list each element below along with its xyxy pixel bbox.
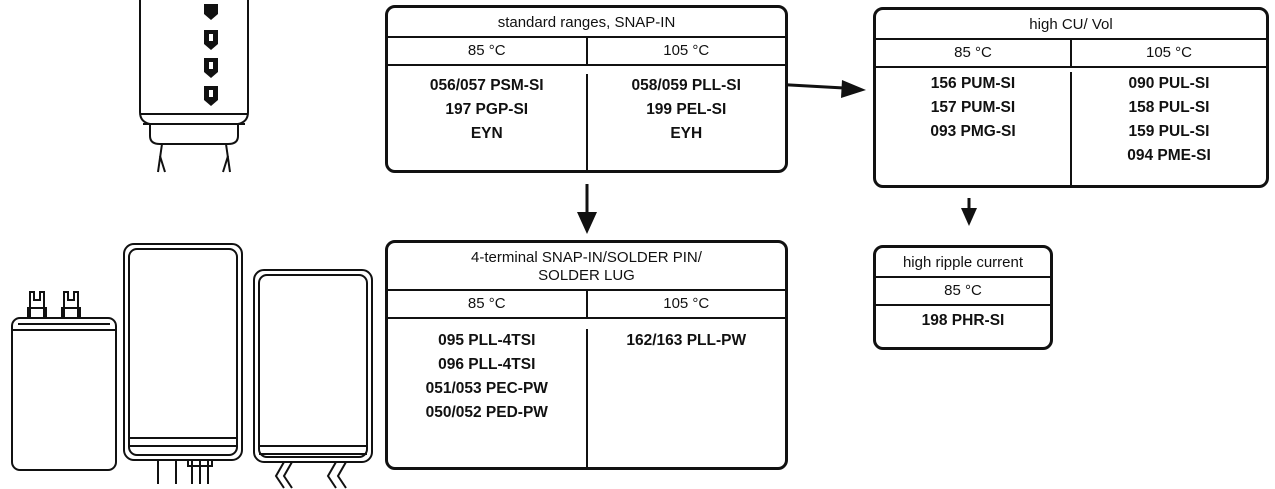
box-title: high CU/ Vol bbox=[876, 10, 1266, 40]
list-item: 156 PUM-SI bbox=[930, 75, 1016, 92]
solder-pin-capacitor-illustration bbox=[123, 243, 243, 484]
col-85-items: 095 PLL-4TSI 096 PLL-4TSI 051/053 PEC-PW… bbox=[388, 329, 586, 467]
list-item: EYH bbox=[670, 125, 703, 142]
col-85-items: 156 PUM-SI 157 PUM-SI 093 PMG-SI bbox=[876, 72, 1070, 185]
arrow-down-standard bbox=[577, 184, 597, 234]
list-item: 058/059 PLL-SI bbox=[631, 77, 741, 94]
arrow-down-highcv bbox=[961, 198, 977, 226]
col-105-items: 162/163 PLL-PW bbox=[585, 329, 786, 467]
col-85-items: 056/057 PSM-SI 197 PGP-SI EYN bbox=[388, 74, 586, 170]
box-title: 4-terminal SNAP-IN/SOLDER PIN/ SOLDER LU… bbox=[388, 243, 785, 291]
solder-lug-capacitor-illustration bbox=[253, 269, 373, 489]
col-85-header: 85 °C bbox=[467, 42, 506, 59]
col-105-header: 105 °C bbox=[585, 38, 786, 64]
list-item: 197 PGP-SI bbox=[445, 101, 529, 118]
col-105-items: 058/059 PLL-SI 199 PEL-SI EYH bbox=[585, 74, 786, 170]
high-cv-box: high CU/ Vol 85 °C 105 °C 156 PUM-SI 157… bbox=[873, 7, 1269, 188]
list-item: 198 PHR-SI bbox=[921, 312, 1005, 329]
col-105-items: 090 PUL-SI 158 PUL-SI 159 PUL-SI 094 PME… bbox=[1070, 72, 1266, 185]
list-item: 159 PUL-SI bbox=[1128, 123, 1210, 140]
list-item: 050/052 PED-PW bbox=[425, 404, 548, 421]
col-85-header: 85 °C bbox=[467, 295, 506, 312]
col-105-header: 105 °C bbox=[585, 291, 786, 317]
snap-in-capacitor-illustration bbox=[139, 0, 249, 173]
col-85-header: 85 °C bbox=[954, 44, 992, 61]
col-85-header: 85 °C bbox=[944, 282, 982, 299]
box-title: standard ranges, SNAP-IN bbox=[388, 8, 785, 38]
list-item: 095 PLL-4TSI bbox=[438, 332, 536, 349]
list-item: EYN bbox=[470, 125, 503, 142]
list-item: 157 PUM-SI bbox=[930, 99, 1016, 116]
list-item: 051/053 PEC-PW bbox=[425, 380, 548, 397]
list-item: 158 PUL-SI bbox=[1128, 99, 1210, 116]
four-terminal-capacitor-illustration bbox=[11, 291, 117, 471]
box-title: high ripple current bbox=[876, 248, 1050, 278]
list-item: 090 PUL-SI bbox=[1128, 75, 1210, 92]
col-85-items: 198 PHR-SI bbox=[876, 309, 1050, 333]
list-item: 093 PMG-SI bbox=[930, 123, 1016, 140]
col-105-header: 105 °C bbox=[1070, 40, 1266, 66]
high-ripple-box: high ripple current 85 °C 198 PHR-SI bbox=[873, 245, 1053, 350]
standard-ranges-box: standard ranges, SNAP-IN 85 °C 105 °C 05… bbox=[385, 5, 788, 173]
four-terminal-box: 4-terminal SNAP-IN/SOLDER PIN/ SOLDER LU… bbox=[385, 240, 788, 470]
list-item: 056/057 PSM-SI bbox=[429, 77, 544, 94]
list-item: 162/163 PLL-PW bbox=[626, 332, 747, 349]
list-item: 094 PME-SI bbox=[1127, 147, 1211, 164]
list-item: 199 PEL-SI bbox=[646, 101, 727, 118]
list-item: 096 PLL-4TSI bbox=[438, 356, 536, 373]
